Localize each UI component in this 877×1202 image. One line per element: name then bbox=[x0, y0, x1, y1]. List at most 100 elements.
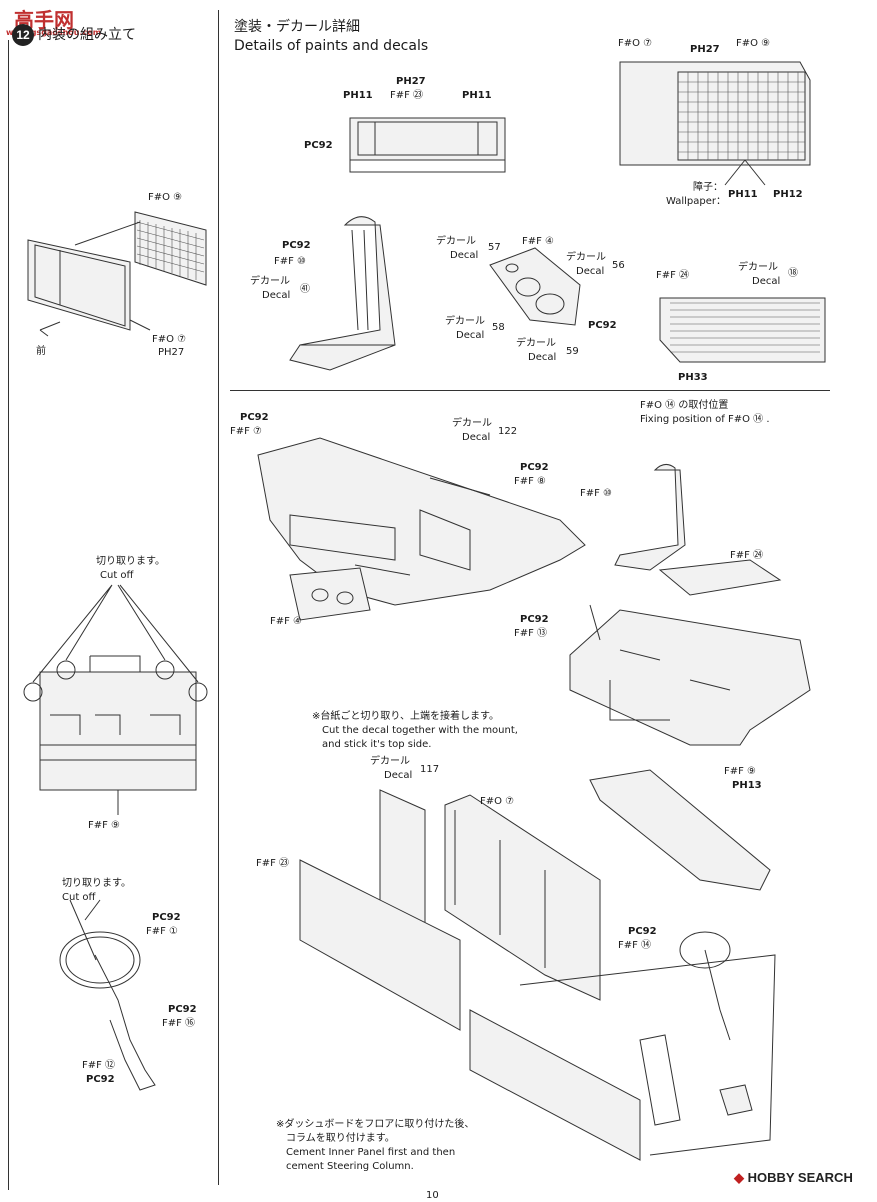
label-ff24-mat: F#F ㉔ bbox=[656, 270, 690, 281]
label-fo9-left: F#O ⑨ bbox=[148, 192, 183, 203]
label-decal-en-57: Decal bbox=[450, 250, 479, 261]
label-fixing-jp: F#O ⑭ の取付位置 bbox=[640, 400, 729, 411]
label-pc92-gauge: PC92 bbox=[588, 320, 617, 331]
label-ph12-wall: PH12 bbox=[773, 189, 803, 200]
note-panel-jp-1: ※ダッシュボードをフロアに取り付けた後、 bbox=[276, 1119, 475, 1130]
label-fo9-wall: F#O ⑨ bbox=[736, 38, 771, 49]
label-ff23-cab: F#F ㉓ bbox=[256, 858, 290, 869]
label-decal59: 59 bbox=[566, 346, 579, 357]
label-decal-en-59: Decal bbox=[528, 352, 557, 363]
floor-plate-drawing bbox=[23, 584, 208, 815]
label-ff10-seat: F#F ⑩ bbox=[274, 256, 307, 267]
paints-title-en: Details of paints and decals bbox=[234, 38, 429, 54]
wall-grid-drawing bbox=[619, 61, 811, 186]
label-pc92-cab: PC92 bbox=[628, 926, 657, 937]
label-fo7-wall: F#O ⑦ bbox=[618, 38, 653, 49]
label-ff24-floor: F#F ㉔ bbox=[730, 550, 764, 561]
label-ff10-floor: F#F ⑩ bbox=[580, 488, 613, 499]
label-decal-en-58: Decal bbox=[456, 330, 485, 341]
label-pc92-dash: PC92 bbox=[240, 412, 269, 423]
label-decal58: 58 bbox=[492, 322, 505, 333]
label-ph27-left: PH27 bbox=[158, 347, 185, 358]
label-pc92-lever: PC92 bbox=[520, 614, 549, 625]
label-pc92-column: PC92 bbox=[168, 1004, 197, 1015]
label-decal122: 122 bbox=[498, 426, 518, 437]
label-decal56: 56 bbox=[612, 260, 625, 271]
label-decal-en-122: Decal bbox=[462, 432, 491, 443]
label-decal57: 57 bbox=[488, 242, 501, 253]
label-decal-jp-57: デカール bbox=[436, 236, 476, 247]
label-pc92-seat: PC92 bbox=[282, 240, 311, 251]
label-fo7-cab: F#O ⑦ bbox=[480, 796, 515, 807]
seat-drawing bbox=[289, 216, 396, 371]
cab-assembly-drawing bbox=[299, 769, 776, 1161]
watermark-url: www.gsgaoshou.com bbox=[6, 28, 102, 37]
label-wallpaper-jp: 障子： bbox=[693, 182, 723, 193]
label-ff9-left: F#F ⑨ bbox=[88, 820, 121, 831]
label-ff16: F#F ⑯ bbox=[162, 1018, 196, 1029]
label-ff4-gauge: F#F ④ bbox=[522, 236, 555, 247]
note-mount-en-1: Cut the decal together with the mount, bbox=[322, 725, 518, 736]
brand-icon: ◆ bbox=[734, 1170, 748, 1185]
label-ph33-mat: PH33 bbox=[678, 372, 708, 383]
label-decal-jp-117: デカール bbox=[370, 756, 410, 767]
note-panel-en-2: cement Steering Column. bbox=[286, 1161, 414, 1172]
divider-horizontal bbox=[230, 390, 830, 391]
label-cutoff-en-2: Cut off bbox=[62, 892, 96, 903]
label-cutoff-jp-2: 切り取ります。 bbox=[62, 878, 131, 889]
note-mount-en-2: and stick it's top side. bbox=[322, 739, 432, 750]
page-number: 10 bbox=[426, 1190, 439, 1201]
label-decal41: ㊶ bbox=[300, 284, 310, 295]
label-ph27-strip: PH27 bbox=[396, 76, 426, 87]
label-ff9-floor: F#F ⑨ bbox=[724, 766, 757, 777]
note-mount-jp: ※台紙ごと切り取り、上端を接着します。 bbox=[312, 711, 499, 722]
label-ph11-strip-r: PH11 bbox=[462, 90, 492, 101]
label-ff23-strip: F#F ㉓ bbox=[390, 90, 424, 101]
label-ff14-cab: F#F ⑭ bbox=[618, 940, 652, 951]
label-ph11-wall: PH11 bbox=[728, 189, 758, 200]
label-fo7-left: F#O ⑦ bbox=[152, 334, 187, 345]
label-cutoff-en-1: Cut off bbox=[100, 570, 134, 581]
left-frame-drawing bbox=[27, 211, 207, 337]
divider-left bbox=[218, 10, 219, 1185]
label-decal-jp-59: デカール bbox=[516, 338, 556, 349]
label-decal-en-117: Decal bbox=[384, 770, 413, 781]
gauge-cluster-drawing bbox=[489, 247, 581, 326]
brand-logo: ◆ HOBBY SEARCH bbox=[734, 1170, 853, 1185]
note-panel-en-1: Cement Inner Panel first and then bbox=[286, 1147, 456, 1158]
label-ph27-wall: PH27 bbox=[690, 44, 720, 55]
label-pc92-dash-r: PC92 bbox=[520, 462, 549, 473]
label-decal-jp-122: デカール bbox=[452, 418, 492, 429]
label-decal-jp-seat: デカール bbox=[250, 276, 290, 287]
note-panel-jp-2: コラムを取り付けます。 bbox=[286, 1133, 395, 1144]
label-ff8-dash: F#F ⑧ bbox=[514, 476, 547, 487]
step-title: 内装の組み立て bbox=[38, 27, 136, 43]
label-ph13-floor: PH13 bbox=[732, 780, 762, 791]
label-fixing-en: Fixing position of F#O ⑭ . bbox=[640, 414, 770, 425]
label-pc92-wheel: PC92 bbox=[152, 912, 181, 923]
label-pc92-column-2: PC92 bbox=[86, 1074, 115, 1085]
label-ff4-dash: F#F ④ bbox=[270, 616, 303, 627]
mat-drawing bbox=[659, 297, 826, 363]
paints-title-jp: 塗装・デカール詳細 bbox=[234, 19, 360, 35]
label-wallpaper-en: Wallpaper： bbox=[666, 196, 727, 207]
label-decal-en-18: Decal bbox=[752, 276, 781, 287]
label-decal18: ⑱ bbox=[788, 268, 798, 279]
decal-strip-drawing bbox=[349, 117, 506, 173]
label-ph11-strip-l: PH11 bbox=[343, 90, 373, 101]
floor-assembly-drawing bbox=[569, 464, 811, 746]
label-ff13-lever: F#F ⑬ bbox=[514, 628, 548, 639]
label-decal-jp-56: デカール bbox=[566, 252, 606, 263]
label-pc92-strip: PC92 bbox=[304, 140, 333, 151]
label-decal-jp-18: デカール bbox=[738, 262, 778, 273]
label-ff1: F#F ① bbox=[146, 926, 179, 937]
label-decal-en-56: Decal bbox=[576, 266, 605, 277]
label-decal-jp-58: デカール bbox=[445, 316, 485, 327]
label-ff7-dash: F#F ⑦ bbox=[230, 426, 263, 437]
border-left bbox=[8, 40, 9, 1190]
dashboard-drawing bbox=[257, 437, 586, 621]
label-front: 前 bbox=[36, 346, 46, 357]
label-decal117: 117 bbox=[420, 764, 440, 775]
step-number-badge: 12 bbox=[12, 24, 34, 46]
